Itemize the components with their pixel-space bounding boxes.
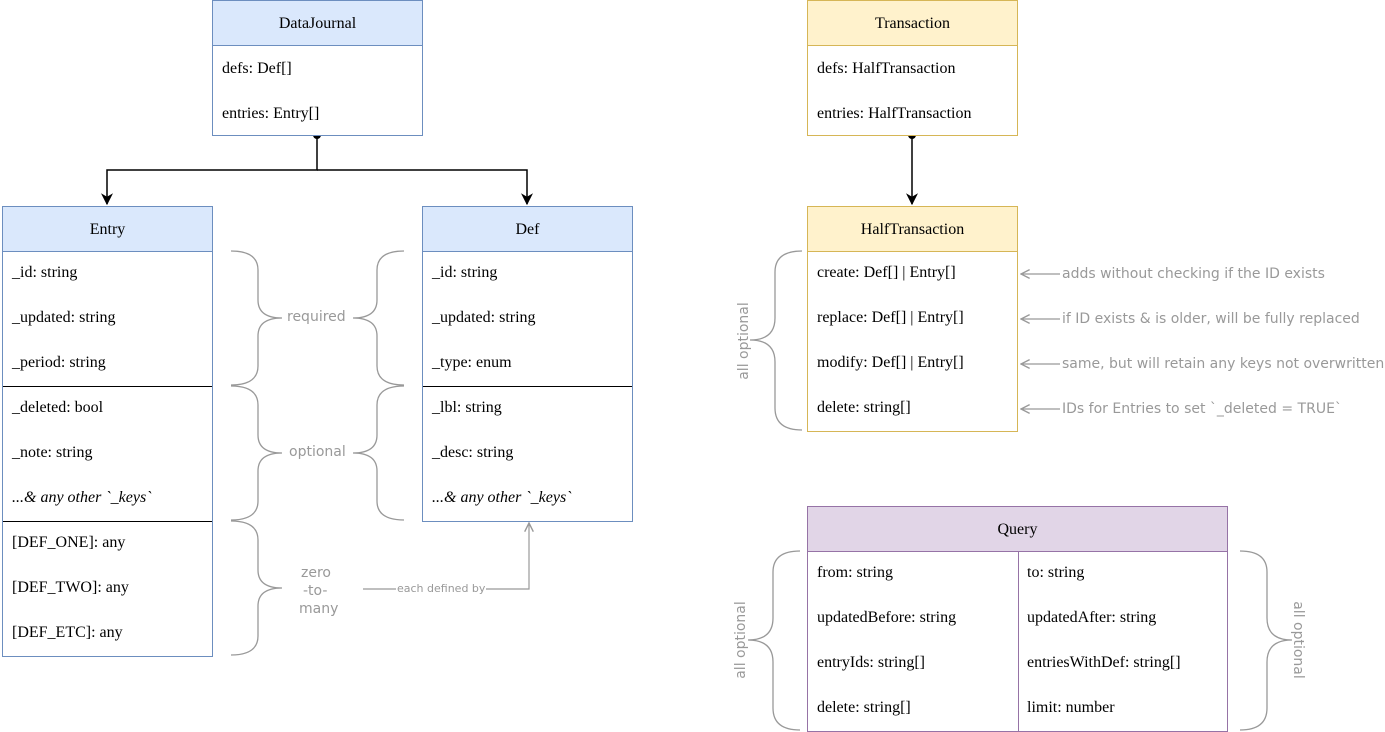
to-label: -to- xyxy=(303,583,328,599)
entry-title: Entry xyxy=(3,207,212,252)
def-id: _id: string xyxy=(432,264,498,281)
halftransaction-all-optional-label: all optional xyxy=(736,302,752,380)
def-other-keys: ...& any other `_keys` xyxy=(432,489,572,506)
entry-class[interactable]: Entry _id: string _updated: string _peri… xyxy=(2,206,213,657)
transaction-connector xyxy=(906,131,918,206)
def-title: Def xyxy=(423,207,632,252)
query-updated-after: updatedAfter: string xyxy=(1027,609,1157,626)
def-separator xyxy=(423,386,632,387)
halftransaction-class[interactable]: HalfTransaction create: Def[] | Entry[] … xyxy=(807,206,1018,432)
transaction-title: Transaction xyxy=(808,1,1017,46)
zero-label: zero xyxy=(301,565,331,581)
entry-other-keys: ...& any other `_keys` xyxy=(12,489,152,506)
query-entries-with-def: entriesWithDef: string[] xyxy=(1027,654,1181,671)
entry-def-one: [DEF_ONE]: any xyxy=(12,534,126,551)
optional-label: optional xyxy=(289,444,346,460)
query-all-optional-left-label: all optional xyxy=(733,601,749,679)
note-arrows xyxy=(1021,274,1060,409)
halftransaction-replace: replace: Def[] | Entry[] xyxy=(817,309,964,326)
required-brace-left xyxy=(230,250,283,386)
each-defined-by-label: each defined by xyxy=(396,582,487,595)
entry-period: _period: string xyxy=(12,354,106,371)
halftransaction-title: HalfTransaction xyxy=(808,207,1017,252)
query-column-divider xyxy=(1018,552,1019,731)
each-defined-by-connector xyxy=(363,523,529,590)
halftransaction-modify: modify: Def[] | Entry[] xyxy=(817,354,964,371)
halftransaction-create: create: Def[] | Entry[] xyxy=(817,264,956,281)
optional-brace-left xyxy=(230,385,283,521)
query-class[interactable]: Query from: string updatedBefore: string… xyxy=(807,506,1228,732)
query-title: Query xyxy=(808,507,1227,552)
note-delete: IDs for Entries to set `_deleted = TRUE` xyxy=(1062,401,1342,417)
entry-id: _id: string xyxy=(12,264,78,281)
query-to: to: string xyxy=(1027,564,1085,581)
transaction-defs: defs: HalfTransaction xyxy=(817,60,956,77)
many-label: many xyxy=(299,601,339,617)
zero-to-many-brace xyxy=(230,520,283,656)
def-class[interactable]: Def _id: string _updated: string _type: … xyxy=(422,206,633,522)
optional-brace-right xyxy=(352,385,405,521)
entry-updated: _updated: string xyxy=(12,309,116,326)
transaction-entries: entries: HalfTransaction xyxy=(817,105,972,122)
query-from: from: string xyxy=(817,564,893,581)
journal-connector xyxy=(101,131,533,206)
datajournal-entries: entries: Entry[] xyxy=(222,105,320,122)
note-modify: same, but will retain any keys not overw… xyxy=(1062,356,1385,372)
query-limit: limit: number xyxy=(1027,699,1115,716)
query-entry-ids: entryIds: string[] xyxy=(817,654,925,671)
datajournal-title: DataJournal xyxy=(213,1,422,46)
def-type: _type: enum xyxy=(432,354,512,371)
required-label: required xyxy=(287,309,346,325)
query-updated-before: updatedBefore: string xyxy=(817,609,957,626)
halftransaction-delete: delete: string[] xyxy=(817,399,911,416)
entry-def-two: [DEF_TWO]: any xyxy=(12,579,129,596)
required-brace-right xyxy=(352,250,405,386)
query-delete: delete: string[] xyxy=(817,699,911,716)
query-brace-right xyxy=(1239,550,1293,731)
query-brace-left xyxy=(747,550,801,731)
datajournal-defs: defs: Def[] xyxy=(222,60,292,77)
note-create: adds without checking if the ID exists xyxy=(1062,266,1325,282)
entry-note: _note: string xyxy=(12,444,93,461)
query-all-optional-right-label: all optional xyxy=(1290,601,1306,679)
entry-def-etc: [DEF_ETC]: any xyxy=(12,624,123,641)
entry-deleted: _deleted: bool xyxy=(12,399,104,416)
def-lbl: _lbl: string xyxy=(432,399,502,416)
entry-separator-2 xyxy=(3,521,212,522)
def-updated: _updated: string xyxy=(432,309,536,326)
entry-separator-1 xyxy=(3,386,212,387)
halftransaction-brace xyxy=(749,250,803,431)
def-desc: _desc: string xyxy=(432,444,514,461)
transaction-class[interactable]: Transaction defs: HalfTransaction entrie… xyxy=(807,0,1018,136)
note-replace: if ID exists & is older, will be fully r… xyxy=(1062,311,1360,327)
datajournal-class[interactable]: DataJournal defs: Def[] entries: Entry[] xyxy=(212,0,423,136)
